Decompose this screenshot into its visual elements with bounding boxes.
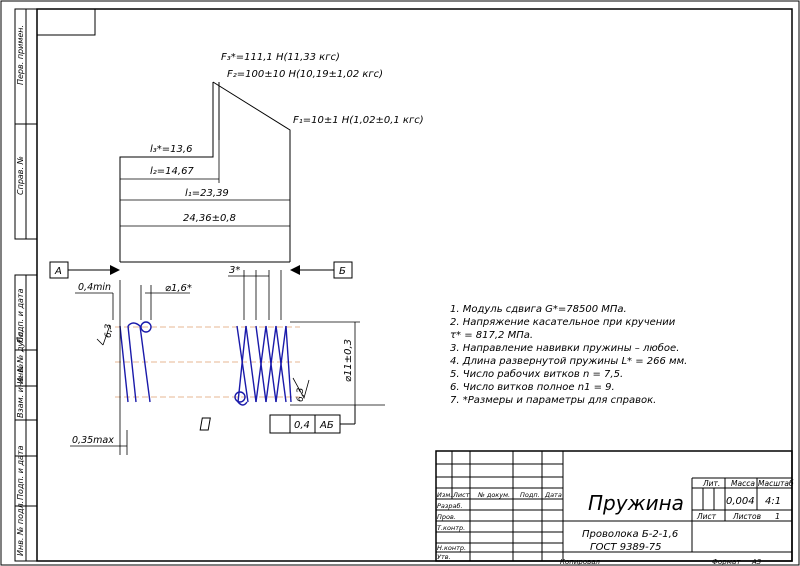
dim-l1: l₁=23,39 — [185, 188, 229, 199]
side-label: Подп. и дата — [16, 288, 25, 343]
note-line: 6. Число витков полное n1 = 9. — [450, 382, 615, 393]
note-line: 5. Число рабочих витков n = 7,5. — [450, 368, 623, 380]
spring-extents — [70, 270, 385, 455]
side-label: Инв. № дубл. — [16, 329, 25, 384]
sheets-label: Листов — [732, 512, 761, 521]
datum-a: А — [49, 261, 120, 279]
dim-end-gap: 0,35max — [72, 435, 114, 446]
inner-frame — [36, 8, 793, 562]
note-line: 1. Модуль сдвига G*=78500 МПа. — [450, 304, 627, 315]
side-label: Справ. № — [16, 156, 25, 195]
side-label: Подп. и дата — [16, 445, 25, 500]
force-f2: F₂=100±10 Н(10,19±1,02 кгс) — [227, 69, 383, 80]
material-line-1: Проволока Б-2-1,6 — [582, 529, 678, 540]
material-line-2: ГОСТ 9389-75 — [590, 542, 662, 553]
roughness-right: 6,3 — [292, 377, 310, 402]
dim-wire-dia: ⌀1,6* — [165, 283, 192, 294]
sheet-label: Лист — [696, 512, 717, 521]
svg-text:0,4: 0,4 — [294, 420, 310, 431]
side-strip: Перв. примен. Справ. № Подп. и дата Инв.… — [14, 8, 38, 562]
scale-label: Масштаб — [758, 479, 794, 488]
note-line: 4. Длина развернутой пружины L* = 266 мм… — [450, 356, 687, 367]
svg-text:6,3: 6,3 — [104, 323, 114, 338]
force-f1: F₁=10±1 Н(1,02±0,1 кгс) — [293, 115, 424, 126]
title-block — [435, 450, 793, 562]
note-line: 2. Напряжение касательное при кручении — [450, 317, 676, 328]
col-label: Изм. — [437, 491, 452, 499]
side-label: Перв. примен. — [16, 25, 25, 85]
spring-drawing — [119, 321, 292, 406]
dimension-lines — [120, 140, 290, 227]
role-label: Т.контр. — [437, 524, 465, 532]
note-line: τ* = 817,2 МПа. — [450, 330, 533, 341]
scale-value: 4:1 — [765, 496, 781, 507]
role-label: Н.контр. — [437, 544, 466, 552]
col-label: Подп. — [520, 491, 540, 499]
technical-notes: 1. Модуль сдвига G*=78500 МПа. 2. Напряж… — [450, 304, 687, 406]
mass-value: 0,004 — [726, 496, 755, 507]
dim-gap: 0,4min — [78, 282, 111, 293]
dim-l3: l₃*=13,6 — [150, 144, 192, 155]
force-diagram — [119, 81, 291, 263]
col-label: Лист — [452, 491, 470, 499]
svg-text:6,3: 6,3 — [296, 387, 306, 402]
col-label: Дата — [544, 491, 562, 499]
tolerance-frame: 0,4 АБ — [199, 405, 356, 434]
col-label: № докум. — [477, 491, 510, 499]
role-label: Утв. — [437, 553, 451, 561]
format-label: Формат — [712, 558, 741, 566]
dim-pitch: 3* — [229, 265, 240, 276]
copied-label: Копировал — [560, 558, 601, 566]
axis-lines — [115, 326, 300, 398]
side-label: Инв. № подл. — [16, 501, 25, 556]
role-label: Разраб. — [437, 502, 463, 510]
format-value: А3 — [751, 558, 761, 566]
lit-label: Лит. — [702, 479, 720, 488]
note-line: 3. Направление навивки пружины – любое. — [450, 342, 679, 354]
dim-l2: l₂=14,67 — [150, 166, 194, 177]
svg-text:Б: Б — [339, 266, 346, 277]
force-f3: F₃*=111,1 Н(11,33 кгс) — [221, 52, 340, 63]
datum-b: Б — [290, 261, 353, 279]
dim-total: 24,36±0,8 — [183, 213, 236, 224]
sheets-count: 1 — [775, 512, 780, 521]
note-line: 7. *Размеры и параметры для справок. — [450, 395, 656, 406]
svg-text:АБ: АБ — [319, 420, 334, 431]
side-label: Взам. инв. № — [16, 364, 25, 418]
roughness-left: 6,3 — [96, 323, 114, 346]
part-name: Пружина — [588, 491, 684, 515]
role-label: Пров. — [437, 513, 456, 521]
mass-label: Масса — [731, 479, 755, 488]
corner-box — [36, 8, 96, 36]
dim-outer-dia: ⌀11±0,3 — [343, 339, 354, 382]
svg-text:А: А — [54, 266, 62, 277]
